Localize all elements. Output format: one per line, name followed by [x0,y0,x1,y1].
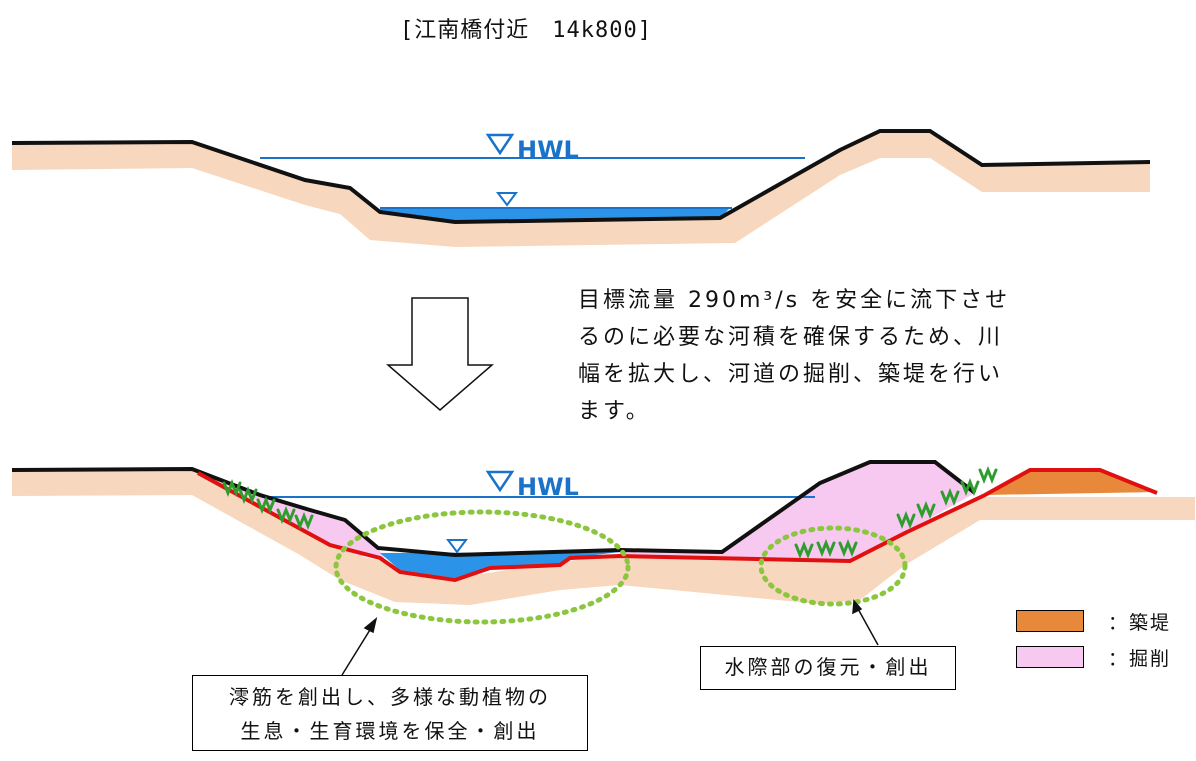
grass-icon [794,540,814,560]
description-text: 目標流量 290m³/s を安全に流下させ るのに必要な河積を確保するため、川 … [578,282,1018,430]
down-arrow-icon [385,297,495,411]
planned-soil-band [12,469,1195,605]
callout-waterside: 水際部の復元・創出 [700,646,956,690]
grass-icon [838,538,858,558]
planned-water [380,552,620,578]
grass-icon [940,487,960,507]
callout-text: 水際部の復元・創出 [724,655,932,679]
grass-icon [238,485,258,505]
grass-icon [978,465,998,485]
grass-icon [896,510,916,530]
legend-label: ：掘削 [1108,647,1172,670]
water-level-triangle-icon [446,539,468,554]
thalweg-highlight-ellipse [333,509,631,625]
description-line: 目標流量 290m³/s を安全に流下させ [578,288,1011,313]
arrowhead-icon [363,617,378,634]
excavation-area-left [218,478,385,558]
legend-item-excavation: ：掘削 [1016,645,1172,670]
current-section: HWL [11,129,1151,247]
grass-icon [294,511,314,531]
description-line: るのに必要な河積を確保するため、川 [578,325,1004,350]
callout-line: 澪筋を創出し、多様な動植物の [229,685,551,709]
leader-line-left [341,624,374,676]
legend-swatch [1016,646,1084,668]
current-soil-band [12,131,1150,247]
excavation-area-right [620,462,975,560]
grass-icon [916,500,936,520]
grass-icon [276,505,296,525]
grass-icon [222,478,242,498]
planned-section: HWL [11,460,1195,676]
hwl-label-bottom: HWL [517,473,579,501]
legend-swatch [1016,610,1084,632]
page-title: [江南橋付近 14k800] [400,18,652,43]
hwl-triangle-icon [485,133,515,156]
grass-icon [816,538,836,558]
legend-item-embankment: ：築堤 [1016,609,1172,634]
callout-line: 生息・生育環境を保全・創出 [240,719,540,743]
description-line: 幅を拡大し、河道の掘削、築堤を行い [578,362,1004,387]
hwl-triangle-icon [485,470,515,493]
grass-icon [256,495,276,515]
vegetation-icons [222,465,998,560]
grass-icon [960,477,980,497]
current-ground-line [11,129,1151,225]
legend-label: ：築堤 [1108,611,1172,634]
callout-thalweg: 澪筋を創出し、多様な動植物の 生息・生育環境を保全・創出 [192,675,588,751]
hwl-label-top: HWL [517,136,579,164]
arrowhead-icon [852,599,863,615]
existing-ground-line [11,460,977,558]
waterside-highlight-ellipse [758,525,908,607]
leader-lines [341,599,879,676]
description-line: ます。 [578,399,651,424]
leader-line-right [856,606,879,646]
water-level-triangle-icon [496,192,518,207]
new-riverbed-line [197,468,1158,583]
